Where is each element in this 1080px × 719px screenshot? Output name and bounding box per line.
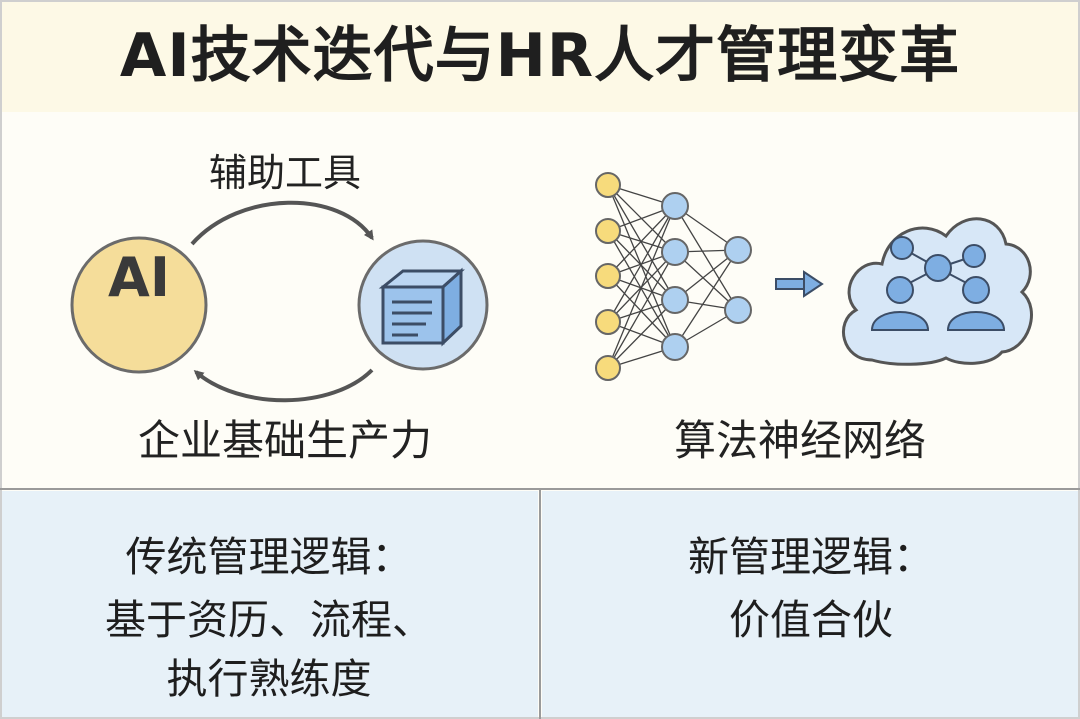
title-band [0, 0, 1080, 112]
neural-network-icon [595, 172, 752, 381]
network-label: 算法神经网络 [673, 416, 926, 465]
top-cycle-arrow-icon [190, 200, 374, 246]
traditional-logic-line1: 基于资历、流程、 [105, 596, 433, 644]
right-arrow-icon [775, 270, 824, 298]
server-box-icon [357, 239, 489, 371]
bottom-cycle-arrow-icon [193, 368, 374, 403]
ai-badge-text: AI [108, 246, 170, 309]
page-title: AI技术迭代与HR人才管理变革 [119, 21, 961, 91]
new-logic-line1: 价值合伙 [729, 596, 893, 644]
top-arrow-label: 辅助工具 [208, 151, 361, 195]
traditional-logic-heading: 传统管理逻辑： [125, 533, 413, 581]
new-logic-heading: 新管理逻辑： [688, 533, 934, 581]
cloud-people-network-icon [841, 217, 1033, 366]
new-logic-panel [542, 491, 1080, 719]
ai-badge-icon [70, 236, 208, 374]
traditional-logic-panel [0, 491, 538, 719]
traditional-logic-line2: 执行熟练度 [166, 655, 372, 703]
bottom-arrow-label: 企业基础生产力 [137, 416, 432, 465]
